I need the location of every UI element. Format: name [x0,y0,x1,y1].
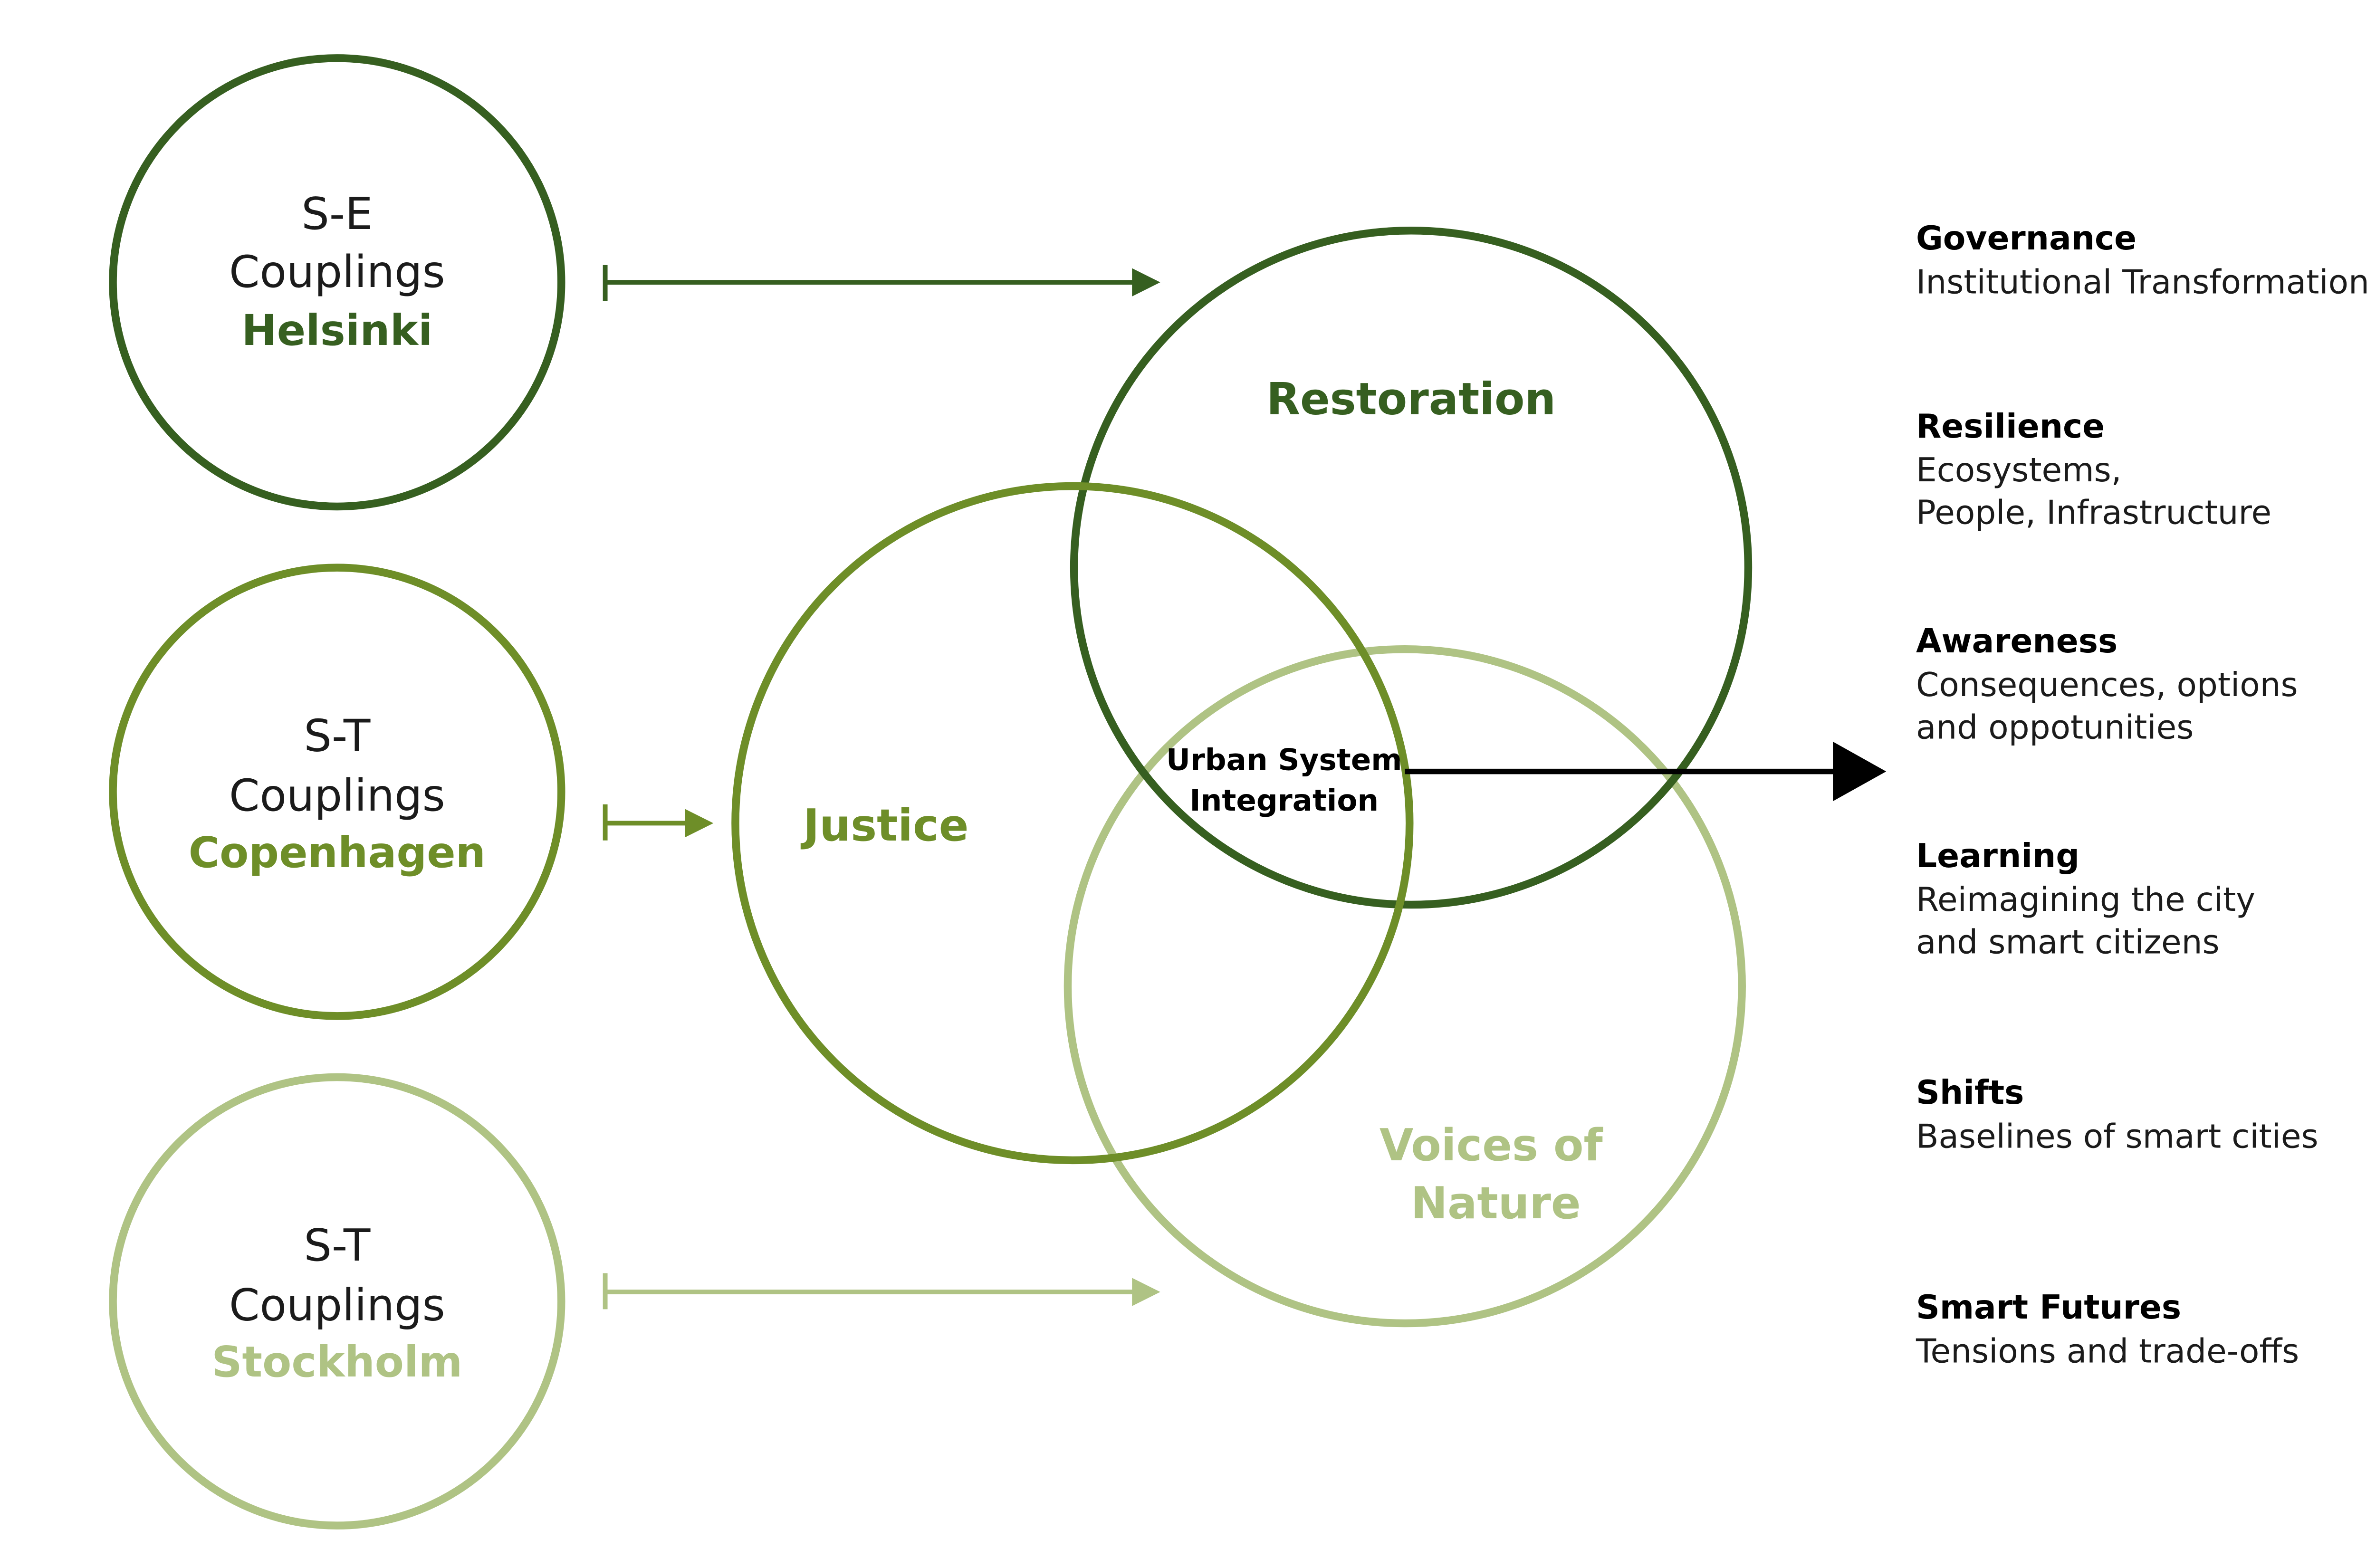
restoration-circle [1070,227,1753,909]
stockholm-city: Stockholm [211,1338,462,1387]
outcome-description: Consequences, options [1916,666,2298,704]
copenhagen-coupling: S-T Couplings Copenhagen [109,564,565,1020]
outcome-title: Resilience [1916,408,2105,446]
outcome-title: Smart Futures [1916,1289,2181,1327]
helsinki-circle [109,54,565,511]
outcome-description: People, Infrastructure [1916,494,2271,532]
integration-output-arrow [1405,741,1887,802]
stockholm-line2: Couplings [229,1279,445,1330]
urban-system-integration-line2: Integration [1189,783,1379,818]
voices-of-nature-label-line2: Nature [1411,1177,1581,1229]
outcome-awareness: Awareness Consequences, options and oppo… [1916,622,2298,746]
stockholm-circle [109,1073,565,1530]
urban-system-integration-line1: Urban System [1166,742,1402,777]
helsinki-arrow [603,265,1160,301]
outcome-description: Institutional Transformation [1916,263,2369,301]
stockholm-arrow [603,1273,1160,1310]
copenhagen-line2: Couplings [229,770,445,821]
outcome-resilience: Resilience Ecosystems, People, Infrastru… [1916,408,2271,532]
stockholm-coupling: S-T Couplings Stockholm [109,1073,565,1530]
outcome-description: Tensions and trade-offs [1916,1333,2299,1371]
outcome-description: Ecosystems, [1916,451,2122,489]
outcome-description: and smart citizens [1916,923,2220,961]
copenhagen-city: Copenhagen [189,828,486,878]
outcome-learning: Learning Reimagining the city and smart … [1916,837,2255,961]
helsinki-line1: S-E [301,188,373,239]
outcome-governance: Governance Institutional Transformation [1916,220,2369,301]
helsinki-coupling: S-E Couplings Helsinki [109,54,565,511]
copenhagen-line1: S-T [304,710,370,762]
copenhagen-circle [109,564,565,1020]
voices-of-nature-label-line1: Voices of [1380,1119,1603,1171]
stockholm-line1: S-T [304,1220,370,1271]
outcome-title: Learning [1916,837,2079,875]
outcome-description: and oppotunities [1916,708,2194,746]
outcome-smart-futures: Smart Futures Tensions and trade-offs [1916,1289,2299,1370]
restoration-label: Restoration [1266,373,1556,424]
outcome-title: Shifts [1916,1074,2024,1112]
outcome-shifts: Shifts Baselines of smart cities [1916,1074,2319,1156]
outcome-title: Awareness [1916,622,2117,660]
outcome-title: Governance [1916,220,2136,258]
outcome-description: Baselines of smart cities [1916,1118,2319,1156]
helsinki-city: Helsinki [241,306,432,355]
copenhagen-arrow [603,804,714,841]
outcome-description: Reimagining the city [1916,881,2255,919]
justice-label: Justice [800,800,968,851]
voices-of-nature-circle [1063,645,1746,1328]
helsinki-line2: Couplings [229,246,445,297]
justice-circle [731,482,1414,1165]
